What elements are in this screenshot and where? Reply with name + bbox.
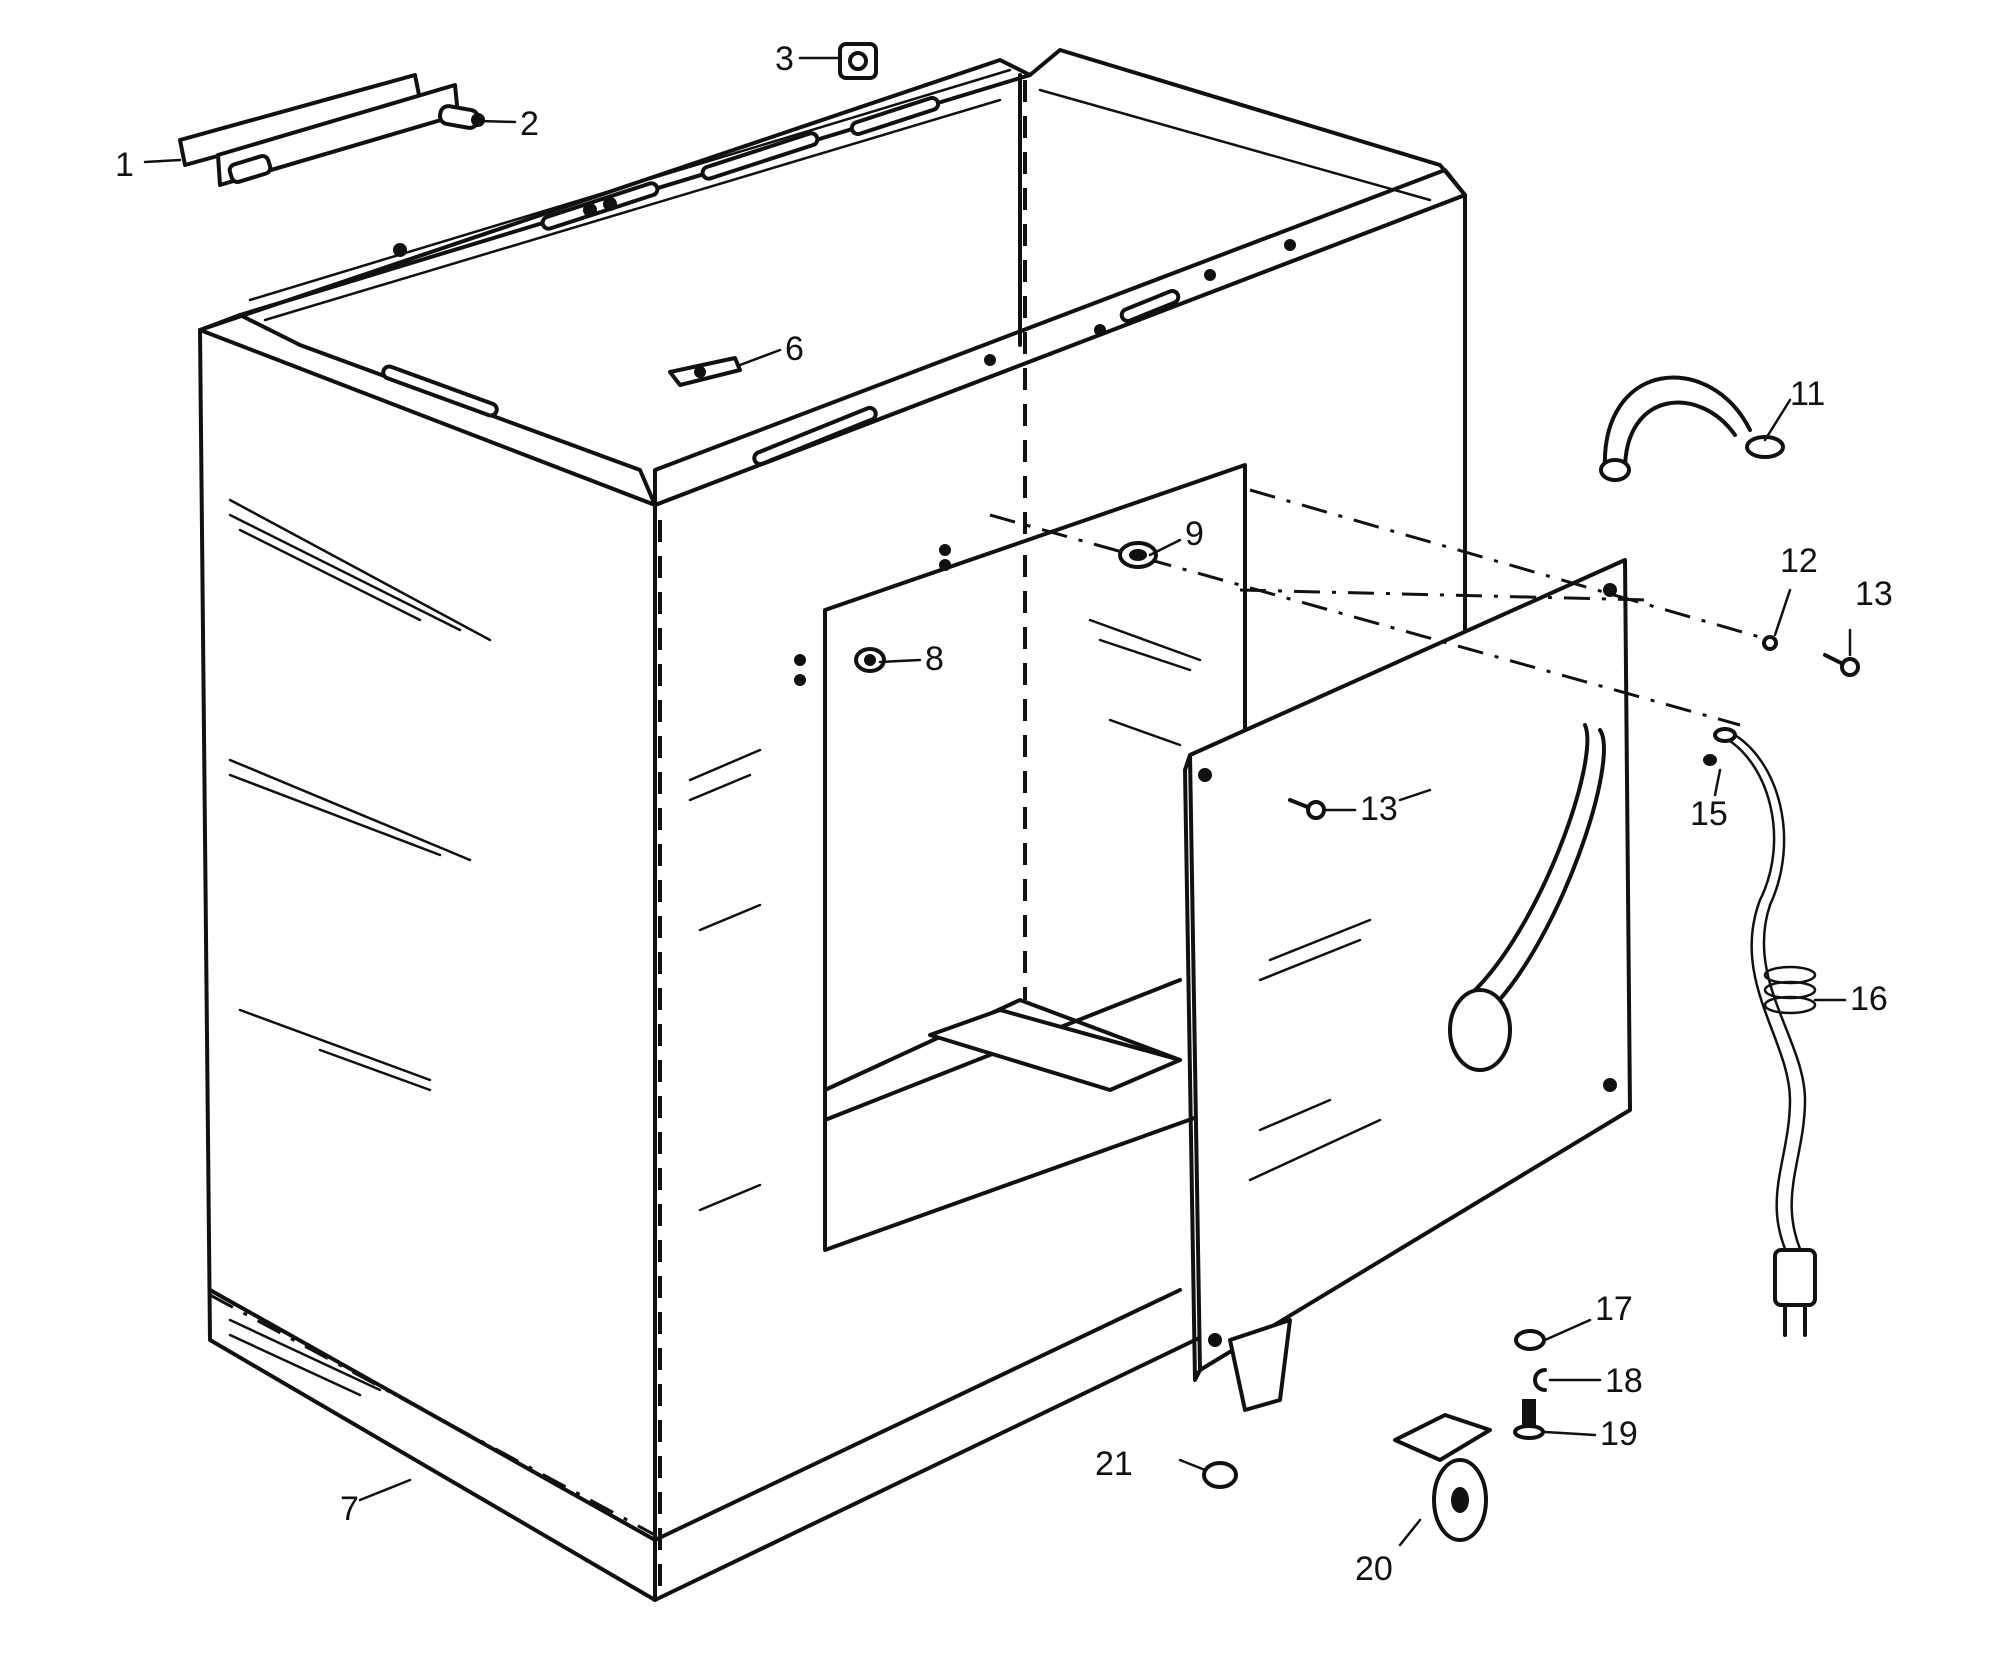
callout-13-door: 13 <box>1360 790 1398 828</box>
door-shading <box>1248 788 1432 1182</box>
part-19-bolt <box>1513 1399 1545 1440</box>
part-21-ring <box>1202 1461 1238 1489</box>
part-3-nut-clip <box>838 42 878 80</box>
callout-20: 20 <box>1355 1550 1393 1588</box>
callout-8: 8 <box>925 640 944 678</box>
part-11-handle <box>1599 375 1785 482</box>
callout-21: 21 <box>1095 1445 1133 1483</box>
part-6-catch <box>668 356 742 387</box>
callout-11: 11 <box>1790 375 1825 413</box>
part-1-bracket <box>178 73 460 187</box>
callout-13-upper: 13 <box>1855 575 1893 613</box>
part-8-clip <box>854 647 886 673</box>
callout-16: 16 <box>1850 980 1888 1018</box>
part-16-power-cord <box>1703 727 1817 1337</box>
alignment-lines <box>989 488 1771 727</box>
front-panel-shading <box>688 618 1202 1212</box>
callout-9: 9 <box>1185 515 1204 553</box>
door-panel <box>1183 558 1632 1412</box>
leader-lines <box>143 56 1852 1547</box>
part-12-washer <box>1762 635 1778 651</box>
part-20-caster <box>1393 1413 1492 1542</box>
rim-holes <box>393 197 1296 686</box>
callout-1: 1 <box>115 146 134 184</box>
callout-7: 7 <box>340 1490 359 1528</box>
part-9-grommet <box>1118 541 1158 569</box>
left-panel-shading <box>228 498 492 1397</box>
part-18-clip <box>1533 1368 1547 1392</box>
part-13-screw <box>1823 653 1860 677</box>
part-17-nut <box>1514 1329 1546 1351</box>
callout-19: 19 <box>1600 1415 1638 1453</box>
callout-labels: 1 2 3 6 7 8 9 11 12 13 13 15 16 17 18 19… <box>115 40 1893 1588</box>
callout-15: 15 <box>1690 795 1728 833</box>
rim-slots <box>381 95 1181 467</box>
callout-17: 17 <box>1595 1290 1633 1328</box>
callout-6: 6 <box>785 330 804 368</box>
callout-12: 12 <box>1780 542 1818 580</box>
part-2-clip <box>437 104 485 130</box>
callout-3: 3 <box>775 40 794 78</box>
callout-2: 2 <box>520 105 539 143</box>
callout-18: 18 <box>1605 1362 1643 1400</box>
